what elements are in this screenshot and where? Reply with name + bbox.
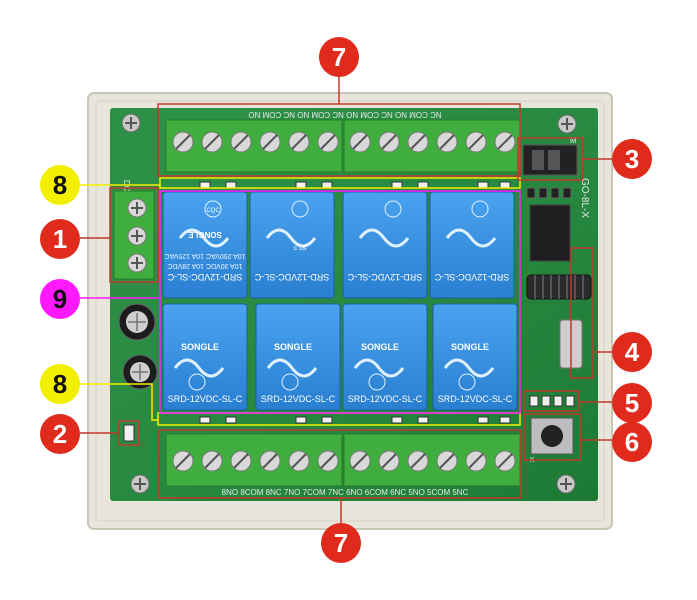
- svg-text:SONGLE: SONGLE: [274, 342, 312, 352]
- svg-text:SRD-12VDC-SL-C: SRD-12VDC-SL-C: [347, 272, 422, 282]
- bottom-terminal-labels: 8NO 8COM 8NC 7NO 7COM 7NC 6NO 6COM 6NC 5…: [222, 488, 469, 497]
- capacitor-2: [122, 354, 158, 390]
- svg-text:SONGLE: SONGLE: [361, 342, 399, 352]
- marker-6: 6: [612, 422, 652, 462]
- svg-text:SONGLE: SONGLE: [451, 342, 489, 352]
- relay-5: SONGLE SRD-12VDC-SL-C: [162, 303, 248, 411]
- marker-2: 2: [40, 414, 80, 454]
- svg-text:SRD-12VDC-SL-C: SRD-12VDC-SL-C: [434, 272, 509, 282]
- relay-6: SONGLE SRD-12VDC-SL-C: [255, 303, 341, 411]
- decoder-ic: [529, 204, 571, 262]
- marker-1: 1: [40, 219, 80, 259]
- marker-4: 4: [612, 332, 652, 372]
- antenna-coil: [526, 274, 592, 300]
- callout-6-box: [523, 413, 612, 461]
- relay-rating-1: 10A 250VAC 10A 125VAC: [164, 252, 245, 259]
- svg-text:SRD-12VDC-SL-C: SRD-12VDC-SL-C: [167, 272, 242, 282]
- marker-5: 5: [612, 383, 652, 423]
- callout-8-box-top: [80, 177, 521, 189]
- jumper-label: M: [570, 136, 577, 145]
- callout-7-box-top: [157, 77, 521, 177]
- screw-top-left: [121, 113, 141, 133]
- relay-brand-top: SONGLE: [187, 230, 221, 239]
- callout-5-box: [523, 390, 612, 412]
- relay-logo: CQC: [206, 208, 220, 214]
- callout-2-box: [80, 420, 140, 446]
- callout-1-box: [80, 187, 159, 283]
- marker-3: 3: [612, 139, 652, 179]
- screw-bottom-left: [130, 474, 150, 494]
- screw-top-right: [557, 114, 577, 134]
- enclosure-inner-edge: [95, 100, 605, 522]
- svg-text:SRD-12VDC-SL-C: SRD-12VDC-SL-C: [254, 272, 329, 282]
- power-terminal-block: [113, 190, 155, 280]
- power-led: [123, 424, 135, 442]
- svg-text:SRD-12VDC-SL-C: SRD-12VDC-SL-C: [348, 394, 423, 404]
- svg-text:SRD-12VDC-SL-C: SRD-12VDC-SL-C: [168, 394, 243, 404]
- relay-2: SRD-12VDC-SL-C: [249, 191, 335, 299]
- callout-3-box: [517, 137, 612, 181]
- marker-8-top: 8: [40, 165, 80, 205]
- relay-cert: c us: [294, 245, 307, 252]
- bottom-terminal-block: [165, 433, 521, 487]
- marker-9: 9: [40, 279, 80, 319]
- callout-7-box-bottom: [158, 429, 522, 523]
- led-row-bottom: [199, 416, 511, 424]
- svg-text:SRD-12VDC-SL-C: SRD-12VDC-SL-C: [261, 394, 336, 404]
- svg-text:SONGLE: SONGLE: [181, 342, 219, 352]
- small-components: [526, 187, 572, 199]
- relay-3: SRD-12VDC-SL-C: [342, 191, 428, 299]
- screw-bottom-right: [556, 474, 576, 494]
- relay-rating-2: 10A 30VDC 10A 28VDC: [167, 262, 242, 269]
- relay-7: SONGLE SRD-12VDC-SL-C: [342, 303, 428, 411]
- capacitor-1: [118, 303, 156, 341]
- jumper-block: [522, 144, 578, 176]
- svg-text:SRD-12VDC-SL-C: SRD-12VDC-SL-C: [438, 394, 513, 404]
- relay-1: SRD-12VDC-SL-C: [162, 191, 248, 299]
- status-leds: [529, 395, 575, 407]
- relay-grid: SRD-12VDC-SL-C SRD-12VDC-SL-C SRD-12VDC-…: [162, 191, 518, 411]
- model-label: GO-8L-X: [579, 178, 590, 218]
- learn-button: [530, 417, 574, 455]
- callout-4-box: [570, 247, 612, 379]
- top-terminal-labels: NC COM NO NC COM NO NC COM NO NC COM NO: [248, 110, 441, 119]
- marker-7-top: 7: [319, 37, 359, 77]
- callout-9-box: [80, 190, 521, 414]
- relay-8: SONGLE SRD-12VDC-SL-C: [432, 303, 518, 411]
- marker-7-bottom: 7: [321, 523, 361, 563]
- marker-8-bottom: 8: [40, 364, 80, 404]
- dc-label: DC: [122, 180, 131, 192]
- top-terminal-block: [165, 119, 521, 173]
- relay-4: SRD-12VDC-SL-C: [429, 191, 515, 299]
